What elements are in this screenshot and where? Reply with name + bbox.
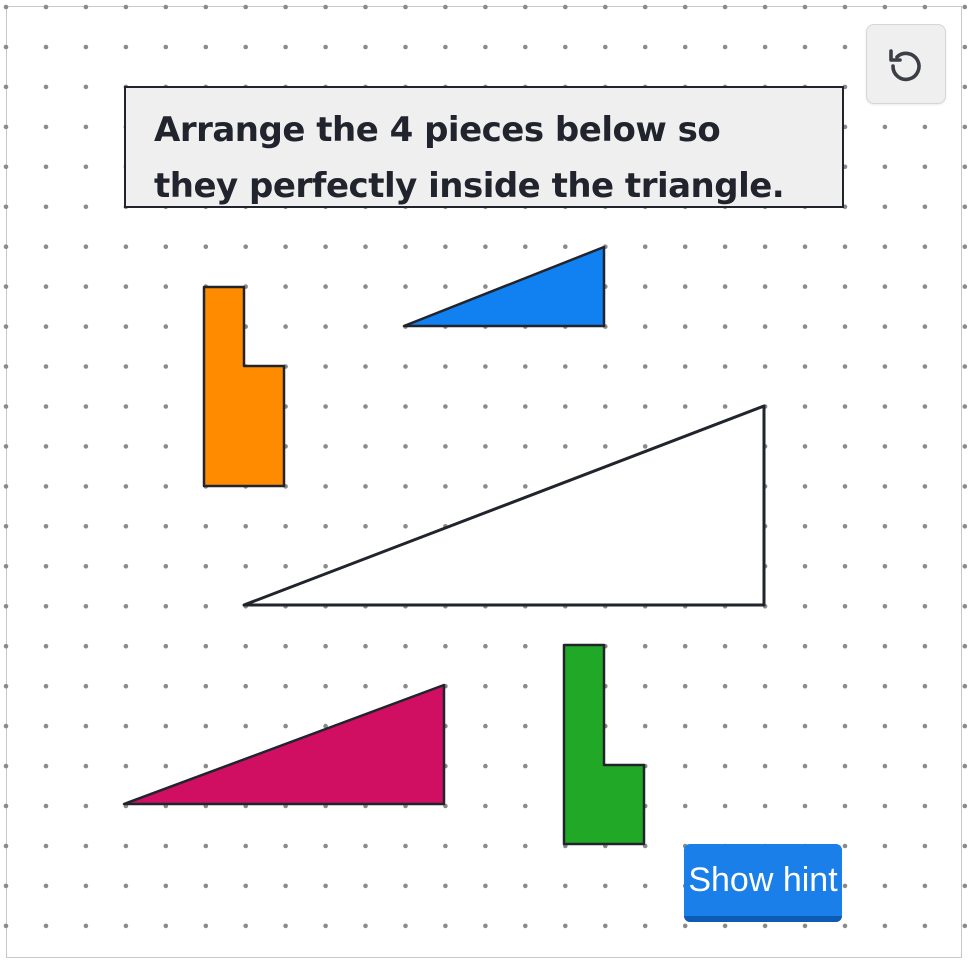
show-hint-button[interactable]: Show hint [684, 844, 842, 922]
orange-l-piece[interactable] [202, 285, 286, 488]
reset-button[interactable] [866, 24, 946, 104]
target-triangle-outline [242, 404, 766, 607]
instruction-text: Arrange the 4 pieces below so they perfe… [154, 110, 785, 206]
blue-triangle-piece[interactable] [402, 245, 606, 328]
rotate-ccw-icon [889, 49, 921, 82]
green-l-piece[interactable] [562, 643, 646, 846]
instruction-box: Arrange the 4 pieces below so they perfe… [124, 86, 844, 208]
magenta-triangle-piece[interactable] [122, 683, 446, 806]
